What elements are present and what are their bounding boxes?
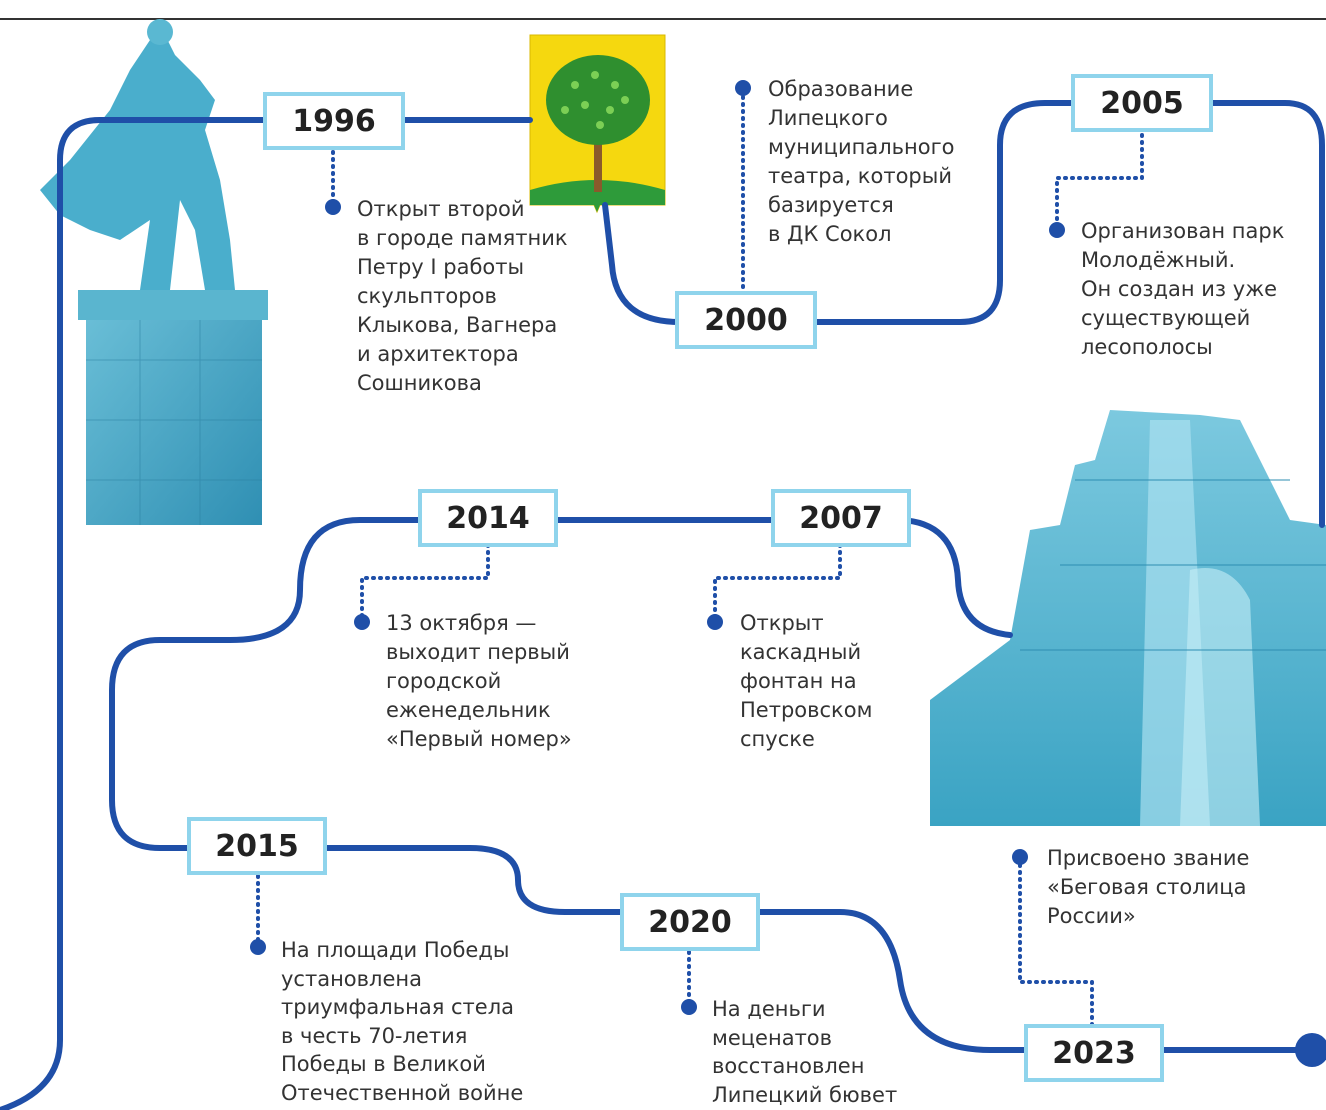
event-text-1996: Открыт второй в городе памятник Петру I … — [357, 197, 568, 395]
statue-photo — [40, 19, 268, 525]
event-dots — [250, 80, 1065, 1015]
year-box-2005: 2005 — [1071, 74, 1213, 132]
event-text-2014: 13 октября — выходит первый городской еж… — [386, 611, 572, 751]
coat-of-arms — [529, 34, 666, 214]
event-text-2007: Открыт каскадный фонтан на Петровском сп… — [740, 611, 873, 751]
header-rule — [0, 18, 1326, 20]
year-box-2000: 2000 — [675, 291, 817, 349]
event-text-2015: На площади Победы установлена триумфальн… — [281, 938, 524, 1105]
event-text-2005: Организован парк Молодёжный. Он создан и… — [1081, 219, 1285, 359]
event-text-2020: На деньги меценатов восстановлен Липецки… — [712, 997, 898, 1107]
timeline-end-dot — [1295, 1033, 1326, 1067]
event-text-2023: Присвоено звание «Беговая столица России… — [1047, 846, 1250, 928]
year-box-2007: 2007 — [771, 489, 911, 547]
connectors — [256, 88, 1144, 1027]
timeline-line — [0, 100, 1325, 1110]
year-box-2023: 2023 — [1024, 1024, 1164, 1082]
year-box-2015: 2015 — [187, 817, 327, 875]
year-box-2020: 2020 — [620, 893, 760, 951]
fountain-photo — [930, 410, 1326, 826]
year-box-1996: 1996 — [263, 92, 405, 150]
event-text-2000: Образование Липецкого муниципального теа… — [768, 77, 955, 246]
year-box-2014: 2014 — [418, 489, 558, 547]
